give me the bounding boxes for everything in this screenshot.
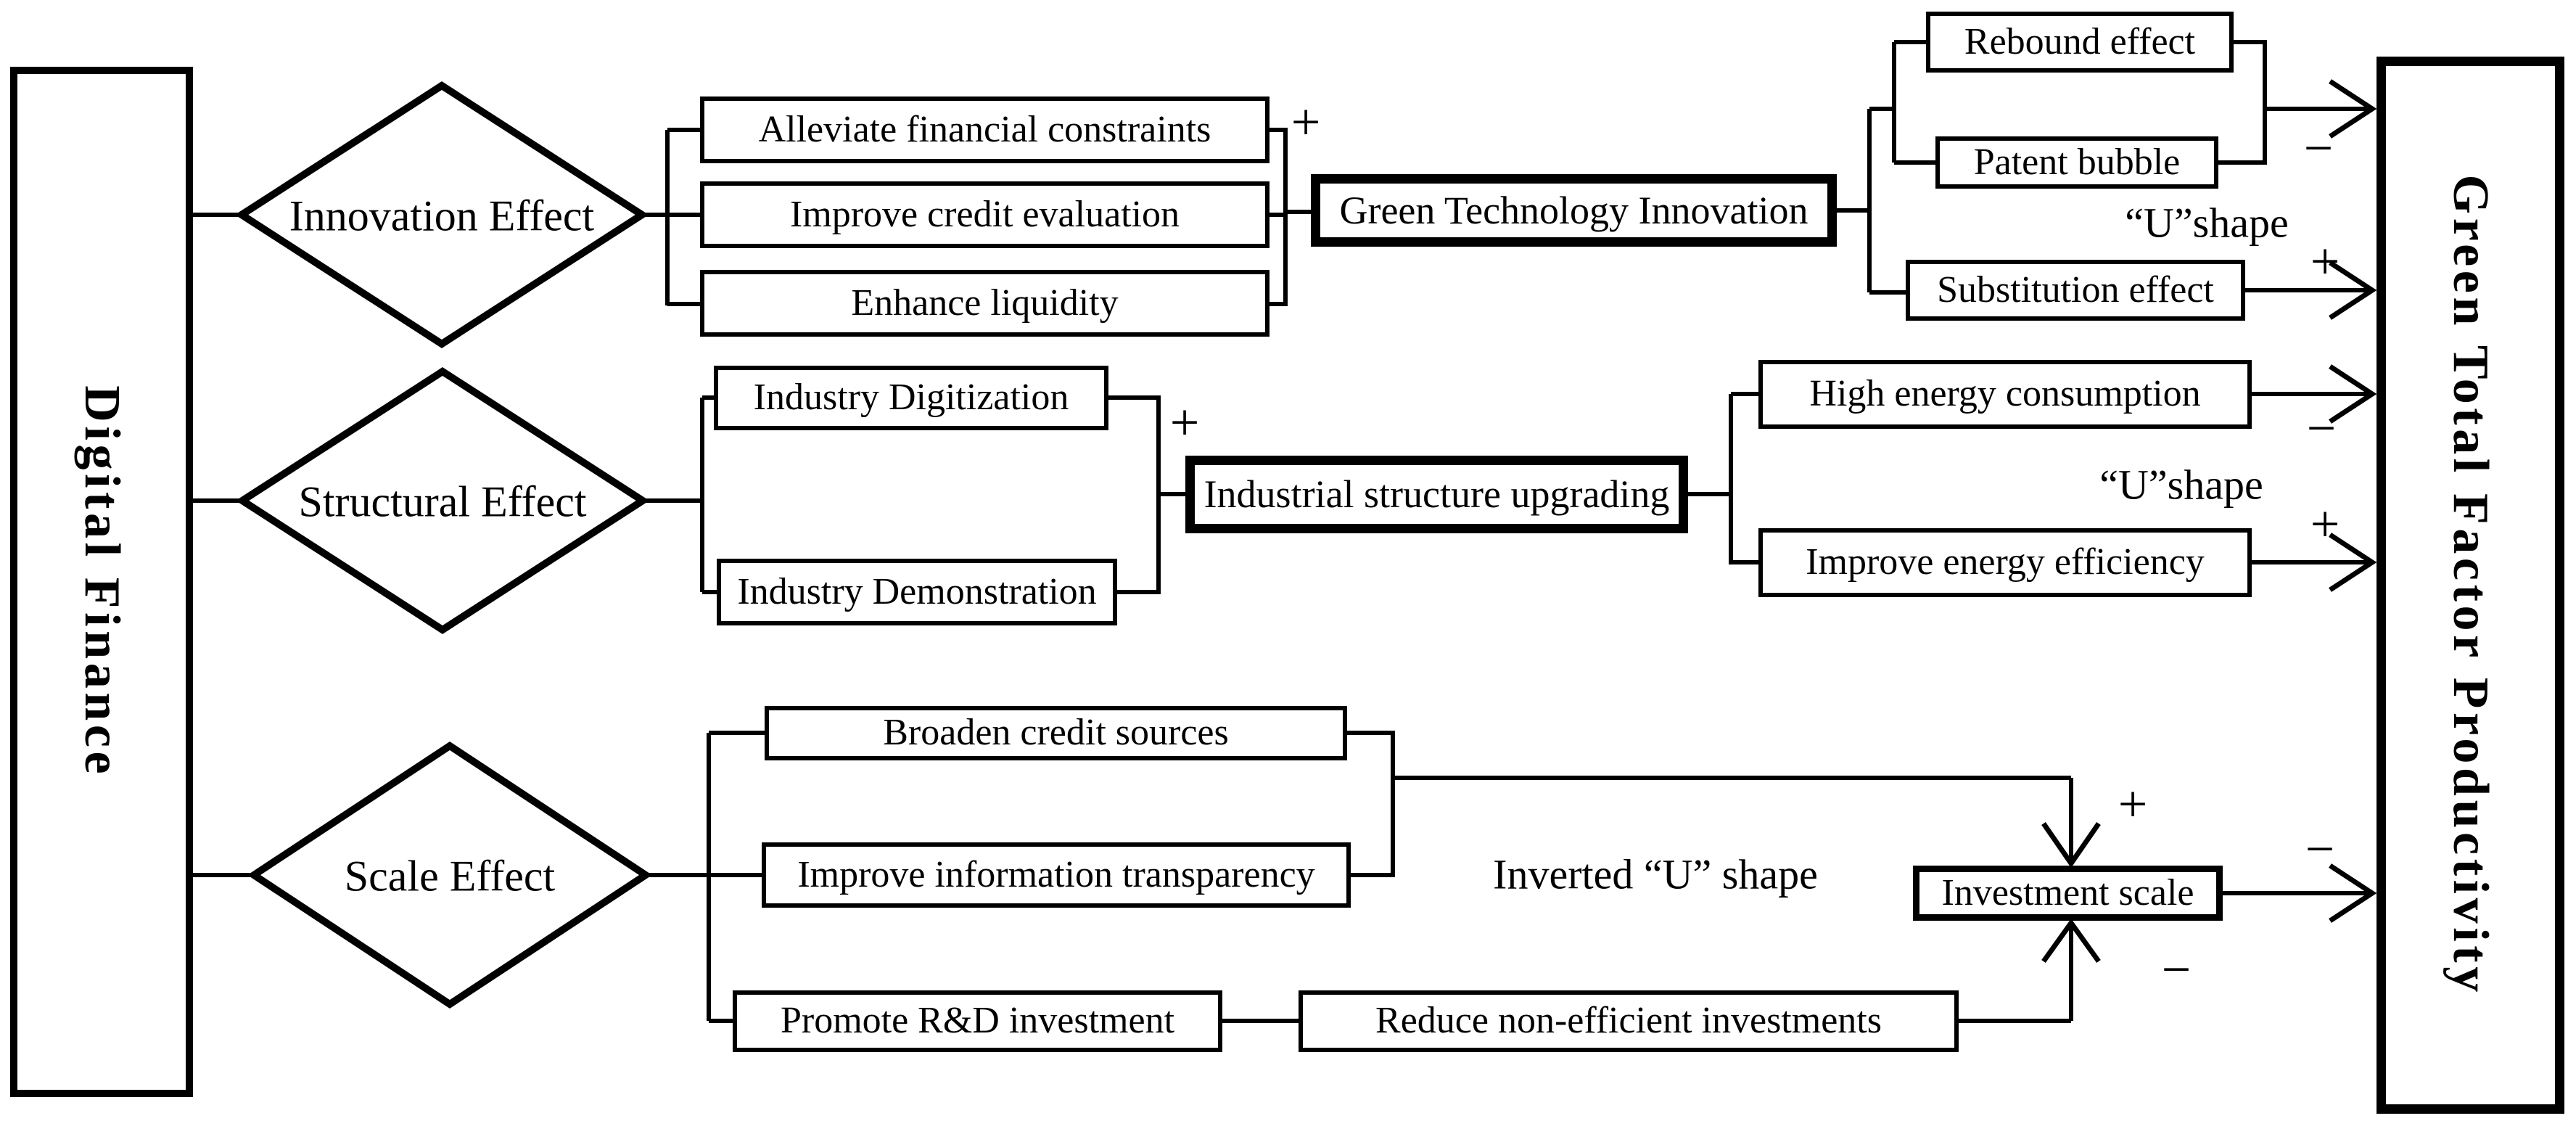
- plus-sign-substitution: +: [2310, 232, 2340, 290]
- node-investment-scale: Investment scale: [1913, 866, 2223, 921]
- node-promote-rd-investment: Promote R&D investment: [733, 990, 1222, 1052]
- node-broaden-credit-sources: Broaden credit sources: [765, 706, 1347, 760]
- gtfp-label: Green Total Factor Productivity: [2443, 174, 2499, 996]
- connector-lines: [193, 40, 2368, 1023]
- node-label: Improve energy efficiency: [1806, 541, 2205, 583]
- node-green-total-factor-productivity: Green Total Factor Productivity: [2377, 57, 2564, 1114]
- arrow-energy-efficiency-gtfp: [2329, 533, 2377, 592]
- arrow-high-energy-gtfp: [2329, 364, 2377, 424]
- arrow-into-gtfp-top: [2329, 79, 2377, 139]
- node-label: Improve information transparency: [797, 853, 1315, 895]
- node-industrial-structure-upgrading: Industrial structure upgrading: [1185, 456, 1688, 533]
- node-label: Industry Demonstration: [737, 570, 1097, 612]
- node-label: Enhance liquidity: [851, 282, 1119, 324]
- node-improve-credit-evaluation: Improve credit evaluation: [700, 181, 1270, 248]
- plus-sign-gti-input: +: [1291, 93, 1321, 151]
- plus-sign-isu-input: +: [1169, 393, 1200, 451]
- node-patent-bubble: Patent bubble: [1935, 136, 2218, 189]
- node-label: Patent bubble: [1973, 141, 2181, 183]
- node-rebound-effect: Rebound effect: [1926, 12, 2234, 73]
- arrow-down-investment-scale: [2041, 822, 2101, 869]
- scale-effect-label: Scale Effect: [344, 852, 556, 900]
- node-label: Promote R&D investment: [780, 1000, 1175, 1042]
- node-label: Industry Digitization: [753, 377, 1069, 419]
- arrow-substitution-gtfp: [2329, 260, 2377, 320]
- node-label: Investment scale: [1941, 871, 2194, 913]
- node-label: Substitution effect: [1937, 268, 2214, 311]
- node-label: Rebound effect: [1964, 20, 2196, 62]
- structural-effect-label: Structural Effect: [298, 477, 587, 526]
- node-substitution-effect: Substitution effect: [1906, 260, 2245, 321]
- minus-sign-reduce-bottom: −: [2161, 940, 2192, 998]
- node-label: High energy consumption: [1809, 373, 2201, 415]
- node-label: Reduce non-efficient investments: [1375, 1000, 1882, 1042]
- node-green-technology-innovation: Green Technology Innovation: [1311, 174, 1837, 247]
- arrow-up-investment-scale: [2041, 918, 2101, 964]
- u-shape-label-innovation: “U”shape: [2125, 199, 2289, 247]
- node-reduce-non-efficient-investments: Reduce non-efficient investments: [1299, 990, 1959, 1052]
- node-alleviate-financial-constraints: Alleviate financial constraints: [700, 97, 1270, 163]
- node-enhance-liquidity: Enhance liquidity: [700, 270, 1270, 337]
- node-label: Broaden credit sources: [883, 712, 1229, 754]
- minus-sign-investment-out: −: [2305, 820, 2335, 878]
- plus-sign-energy-efficiency: +: [2310, 495, 2340, 553]
- minus-sign-rebound-patent: −: [2303, 119, 2334, 177]
- minus-sign-high-energy: −: [2306, 399, 2337, 457]
- digital-finance-label: Digital Finance: [73, 385, 130, 779]
- node-industry-digitization: Industry Digitization: [714, 366, 1108, 430]
- innovation-effect-label: Innovation Effect: [289, 192, 595, 240]
- plus-sign-investment-top: +: [2118, 775, 2148, 833]
- arrowheads: [2041, 79, 2377, 964]
- node-label: Green Technology Innovation: [1339, 188, 1808, 232]
- node-industry-demonstration: Industry Demonstration: [717, 559, 1117, 625]
- node-label: Alleviate financial constraints: [758, 108, 1211, 150]
- node-label: Industrial structure upgrading: [1203, 472, 1670, 517]
- arrow-investment-gtfp: [2329, 863, 2377, 923]
- node-improve-energy-efficiency: Improve energy efficiency: [1758, 528, 2252, 597]
- inverted-u-shape-label: Inverted “U” shape: [1493, 850, 1818, 898]
- node-digital-finance: Digital Finance: [10, 67, 193, 1097]
- node-high-energy-consumption: High energy consumption: [1758, 360, 2252, 429]
- u-shape-label-structural: “U”shape: [2099, 461, 2263, 509]
- node-label: Improve credit evaluation: [789, 193, 1180, 235]
- node-improve-information-transparency: Improve information transparency: [762, 842, 1351, 908]
